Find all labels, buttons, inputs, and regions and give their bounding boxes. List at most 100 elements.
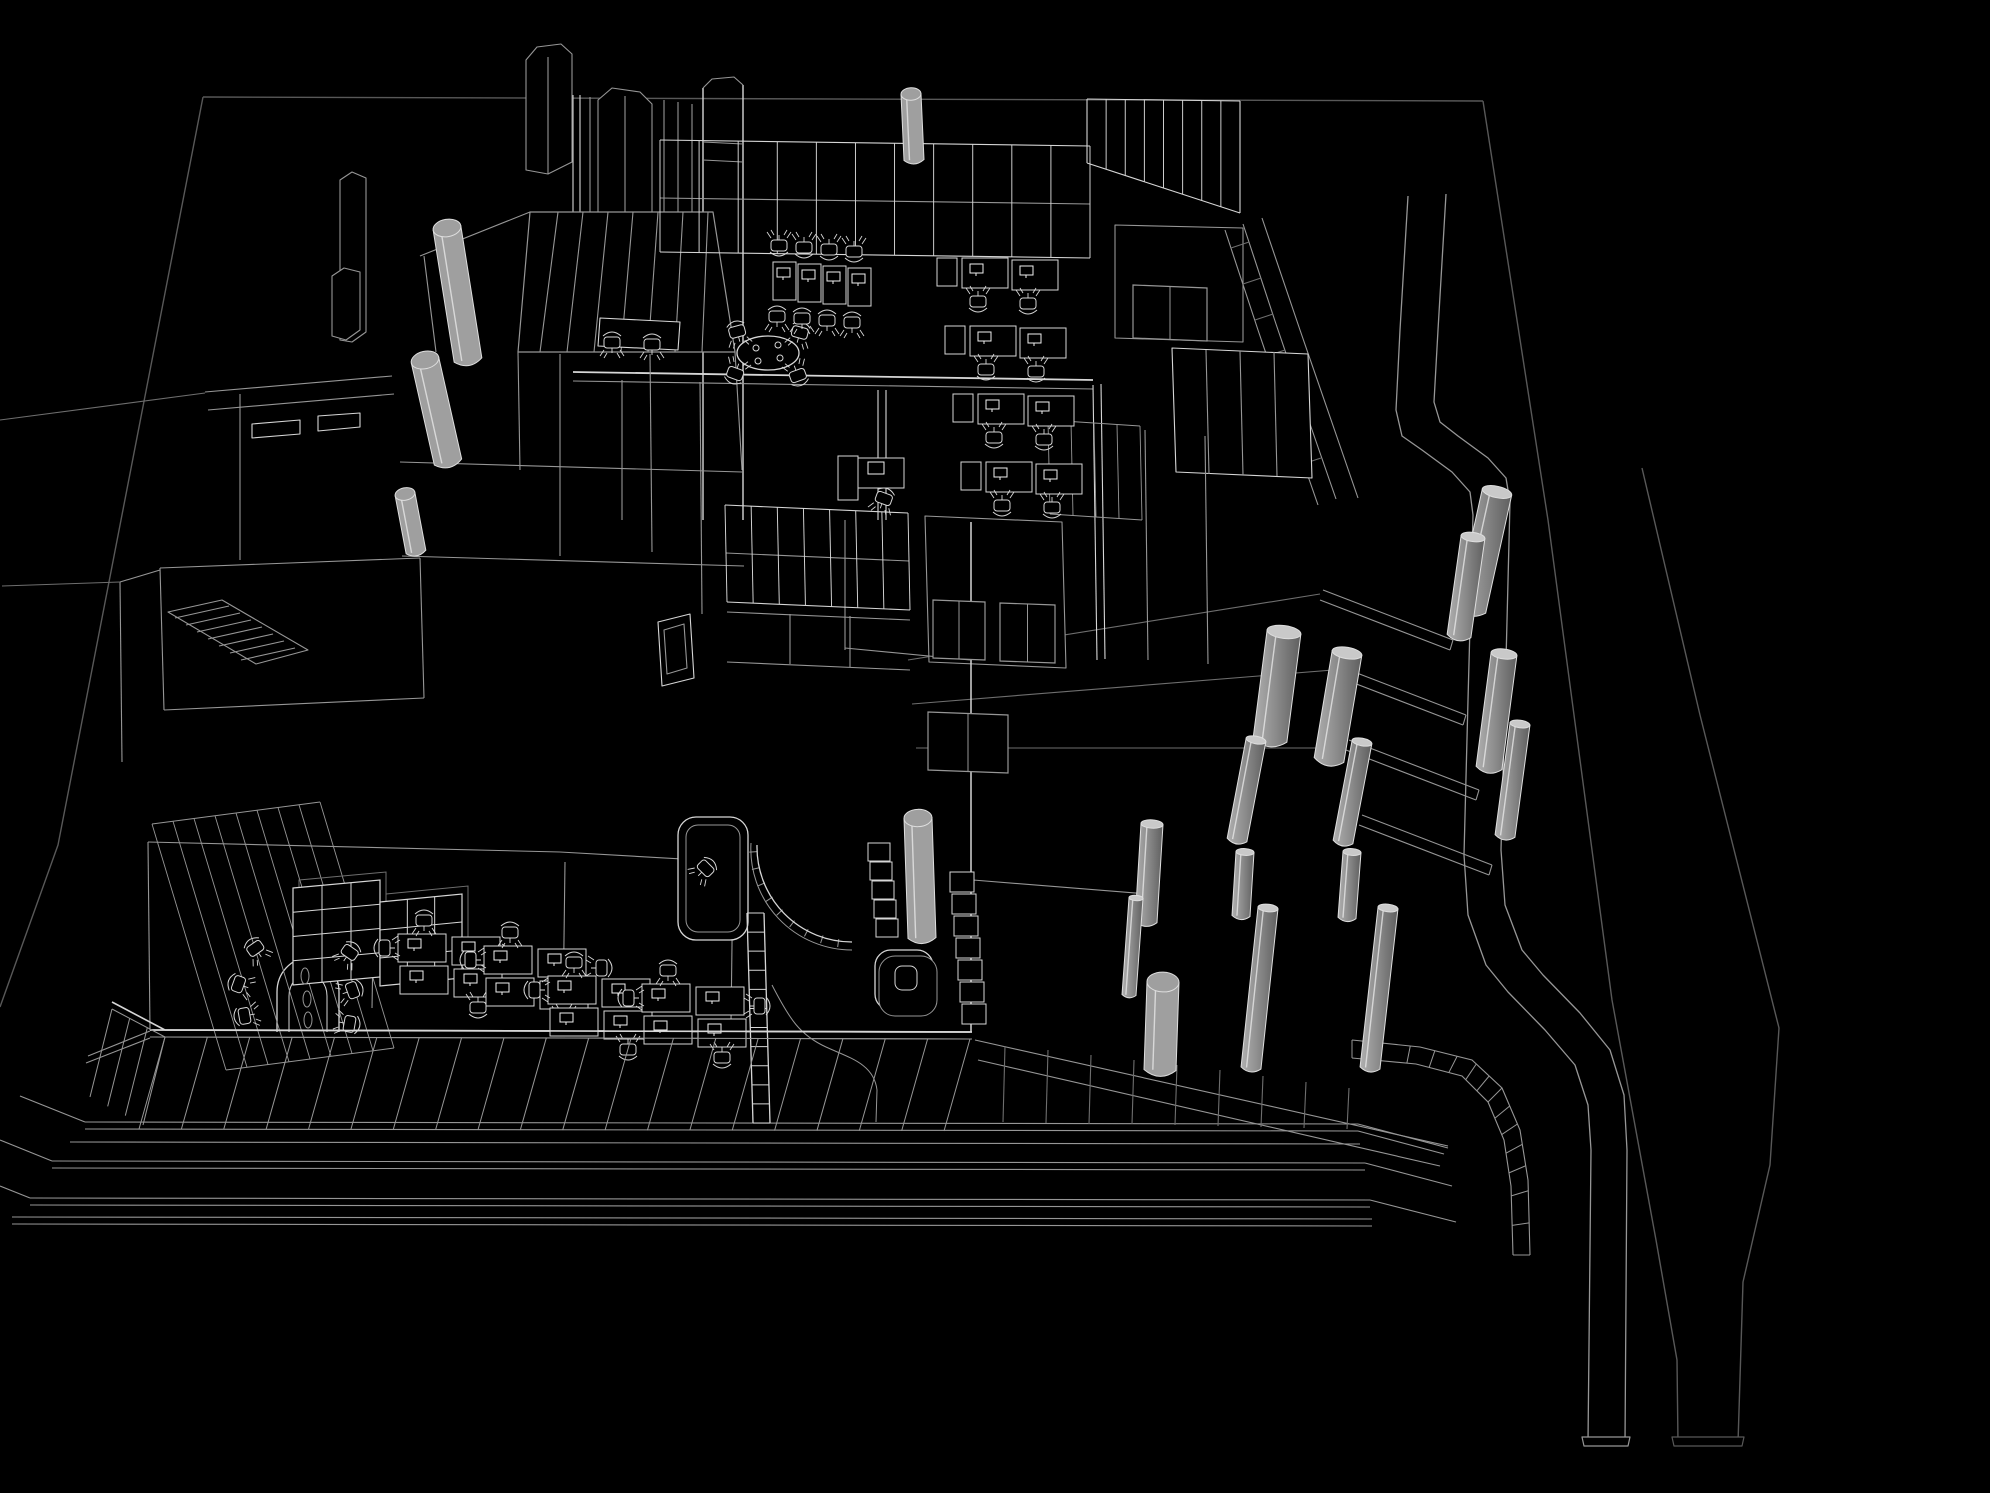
base (974, 354, 998, 364)
stair-step-4 (208, 627, 262, 639)
seat (754, 998, 765, 1014)
plinth-wrap-c (0, 1186, 30, 1198)
site-boundary-layer (0, 97, 1779, 1446)
pilotis-capsule (904, 809, 936, 944)
seat (846, 246, 862, 257)
office-chair (720, 355, 751, 388)
base (842, 236, 866, 246)
base (331, 950, 356, 972)
top-wall-band-top (660, 140, 1090, 146)
body (1232, 851, 1254, 919)
locker-cell (950, 872, 974, 892)
office-chair (723, 318, 753, 349)
plinth-l5b (52, 1168, 1365, 1170)
locker-cell (954, 916, 978, 936)
desk (484, 946, 532, 974)
back (603, 332, 621, 336)
post (775, 1039, 801, 1131)
plinth-l4 (70, 1142, 1360, 1144)
ramp-tick (1477, 1076, 1489, 1091)
mullion (803, 508, 805, 605)
training-desk (823, 266, 846, 304)
post (181, 1037, 207, 1129)
top-cap (409, 348, 440, 371)
office-chair (232, 1001, 262, 1029)
office-chair (792, 232, 816, 258)
post (143, 1037, 165, 1125)
single-workstation (838, 456, 904, 500)
mullion (1140, 426, 1142, 520)
sidewalk-endcap (1672, 1437, 1744, 1446)
body (1144, 981, 1179, 1076)
highlight (912, 818, 916, 938)
pilotis-column (1447, 531, 1485, 641)
mullion (1094, 423, 1096, 517)
back (723, 377, 741, 387)
seat (844, 317, 860, 328)
back (1035, 446, 1053, 450)
top-cap (1490, 647, 1517, 660)
desk (1036, 464, 1082, 494)
back (565, 952, 583, 956)
highlight (907, 94, 910, 160)
pilotis-column (1333, 736, 1372, 846)
seat (1044, 502, 1060, 513)
back (713, 1064, 731, 1068)
seat (819, 315, 835, 326)
terrace-tick-1 (1003, 1046, 1005, 1122)
seat (1020, 298, 1036, 309)
post (902, 1039, 928, 1131)
monitor (978, 332, 991, 341)
top-cap (432, 217, 462, 239)
arch-pad-2 (303, 991, 311, 1007)
road-endcap (1582, 1437, 1630, 1446)
desk (400, 966, 448, 994)
glassbox-topright (1087, 99, 1240, 213)
monitor (802, 270, 815, 279)
monitor (970, 264, 983, 273)
mullion (236, 813, 310, 1059)
desk (962, 258, 1008, 288)
seat (502, 927, 518, 938)
seat (566, 957, 582, 968)
base (412, 926, 436, 936)
stairbox-top (160, 558, 420, 568)
office-chair (974, 354, 998, 380)
curved-wall-2 (751, 843, 852, 950)
plinth-corner-l1 (88, 1031, 150, 1056)
center-beam-a (573, 372, 1093, 380)
seat (874, 491, 893, 507)
place-setting (775, 342, 781, 348)
post (859, 1039, 885, 1131)
top-cap (1351, 736, 1372, 747)
curved-wall-1 (757, 845, 852, 942)
base (966, 286, 990, 296)
plinth-l3 (85, 1122, 1358, 1124)
highlight (1501, 723, 1516, 835)
monitor (462, 942, 475, 951)
office-chair (1016, 288, 1040, 314)
pilotis-column (1253, 623, 1302, 747)
base (476, 948, 486, 972)
desk (644, 1016, 692, 1044)
top-cap (1141, 819, 1163, 829)
seat (1028, 366, 1044, 377)
office-chair (618, 986, 644, 1010)
base (982, 422, 1006, 432)
workstation-pair (961, 462, 1082, 518)
stairbox-l (160, 568, 164, 710)
monitor (494, 951, 507, 960)
post (817, 1039, 843, 1131)
planter-donut-hole (895, 966, 917, 990)
room-wall-r1 (1145, 430, 1148, 660)
base (784, 335, 810, 351)
base (1040, 492, 1064, 502)
grid-row (293, 904, 380, 912)
seat (771, 240, 787, 251)
desk-cluster (618, 960, 770, 1068)
office-chair (374, 936, 400, 960)
window-slot-2 (318, 413, 360, 431)
locker-cell (872, 881, 894, 899)
monitor (652, 989, 665, 998)
